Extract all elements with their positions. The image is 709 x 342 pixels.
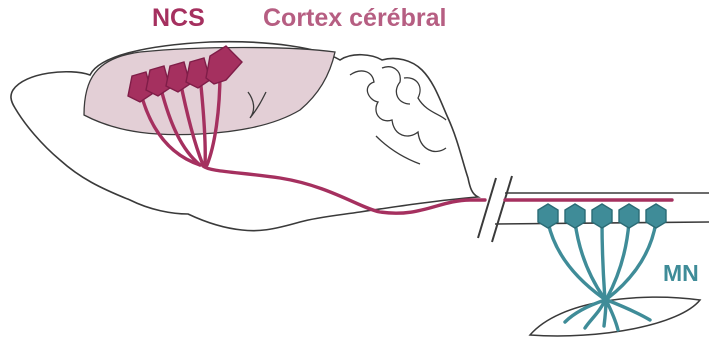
mn-label: MN	[663, 260, 699, 287]
ncs-label: NCS	[152, 4, 205, 33]
break-mark-left	[478, 178, 496, 238]
hexagonal-motor-neuron-icon	[538, 204, 558, 228]
hexagonal-motor-neuron-icon	[565, 204, 585, 228]
break-mark-right	[492, 176, 512, 242]
hexagonal-motor-neuron-icon	[646, 204, 666, 228]
hexagonal-motor-neuron-icon	[619, 204, 639, 228]
mn-neurons	[538, 204, 666, 228]
hexagonal-motor-neuron-icon	[592, 204, 612, 228]
cortex-label: Cortex cérébral	[263, 4, 446, 33]
